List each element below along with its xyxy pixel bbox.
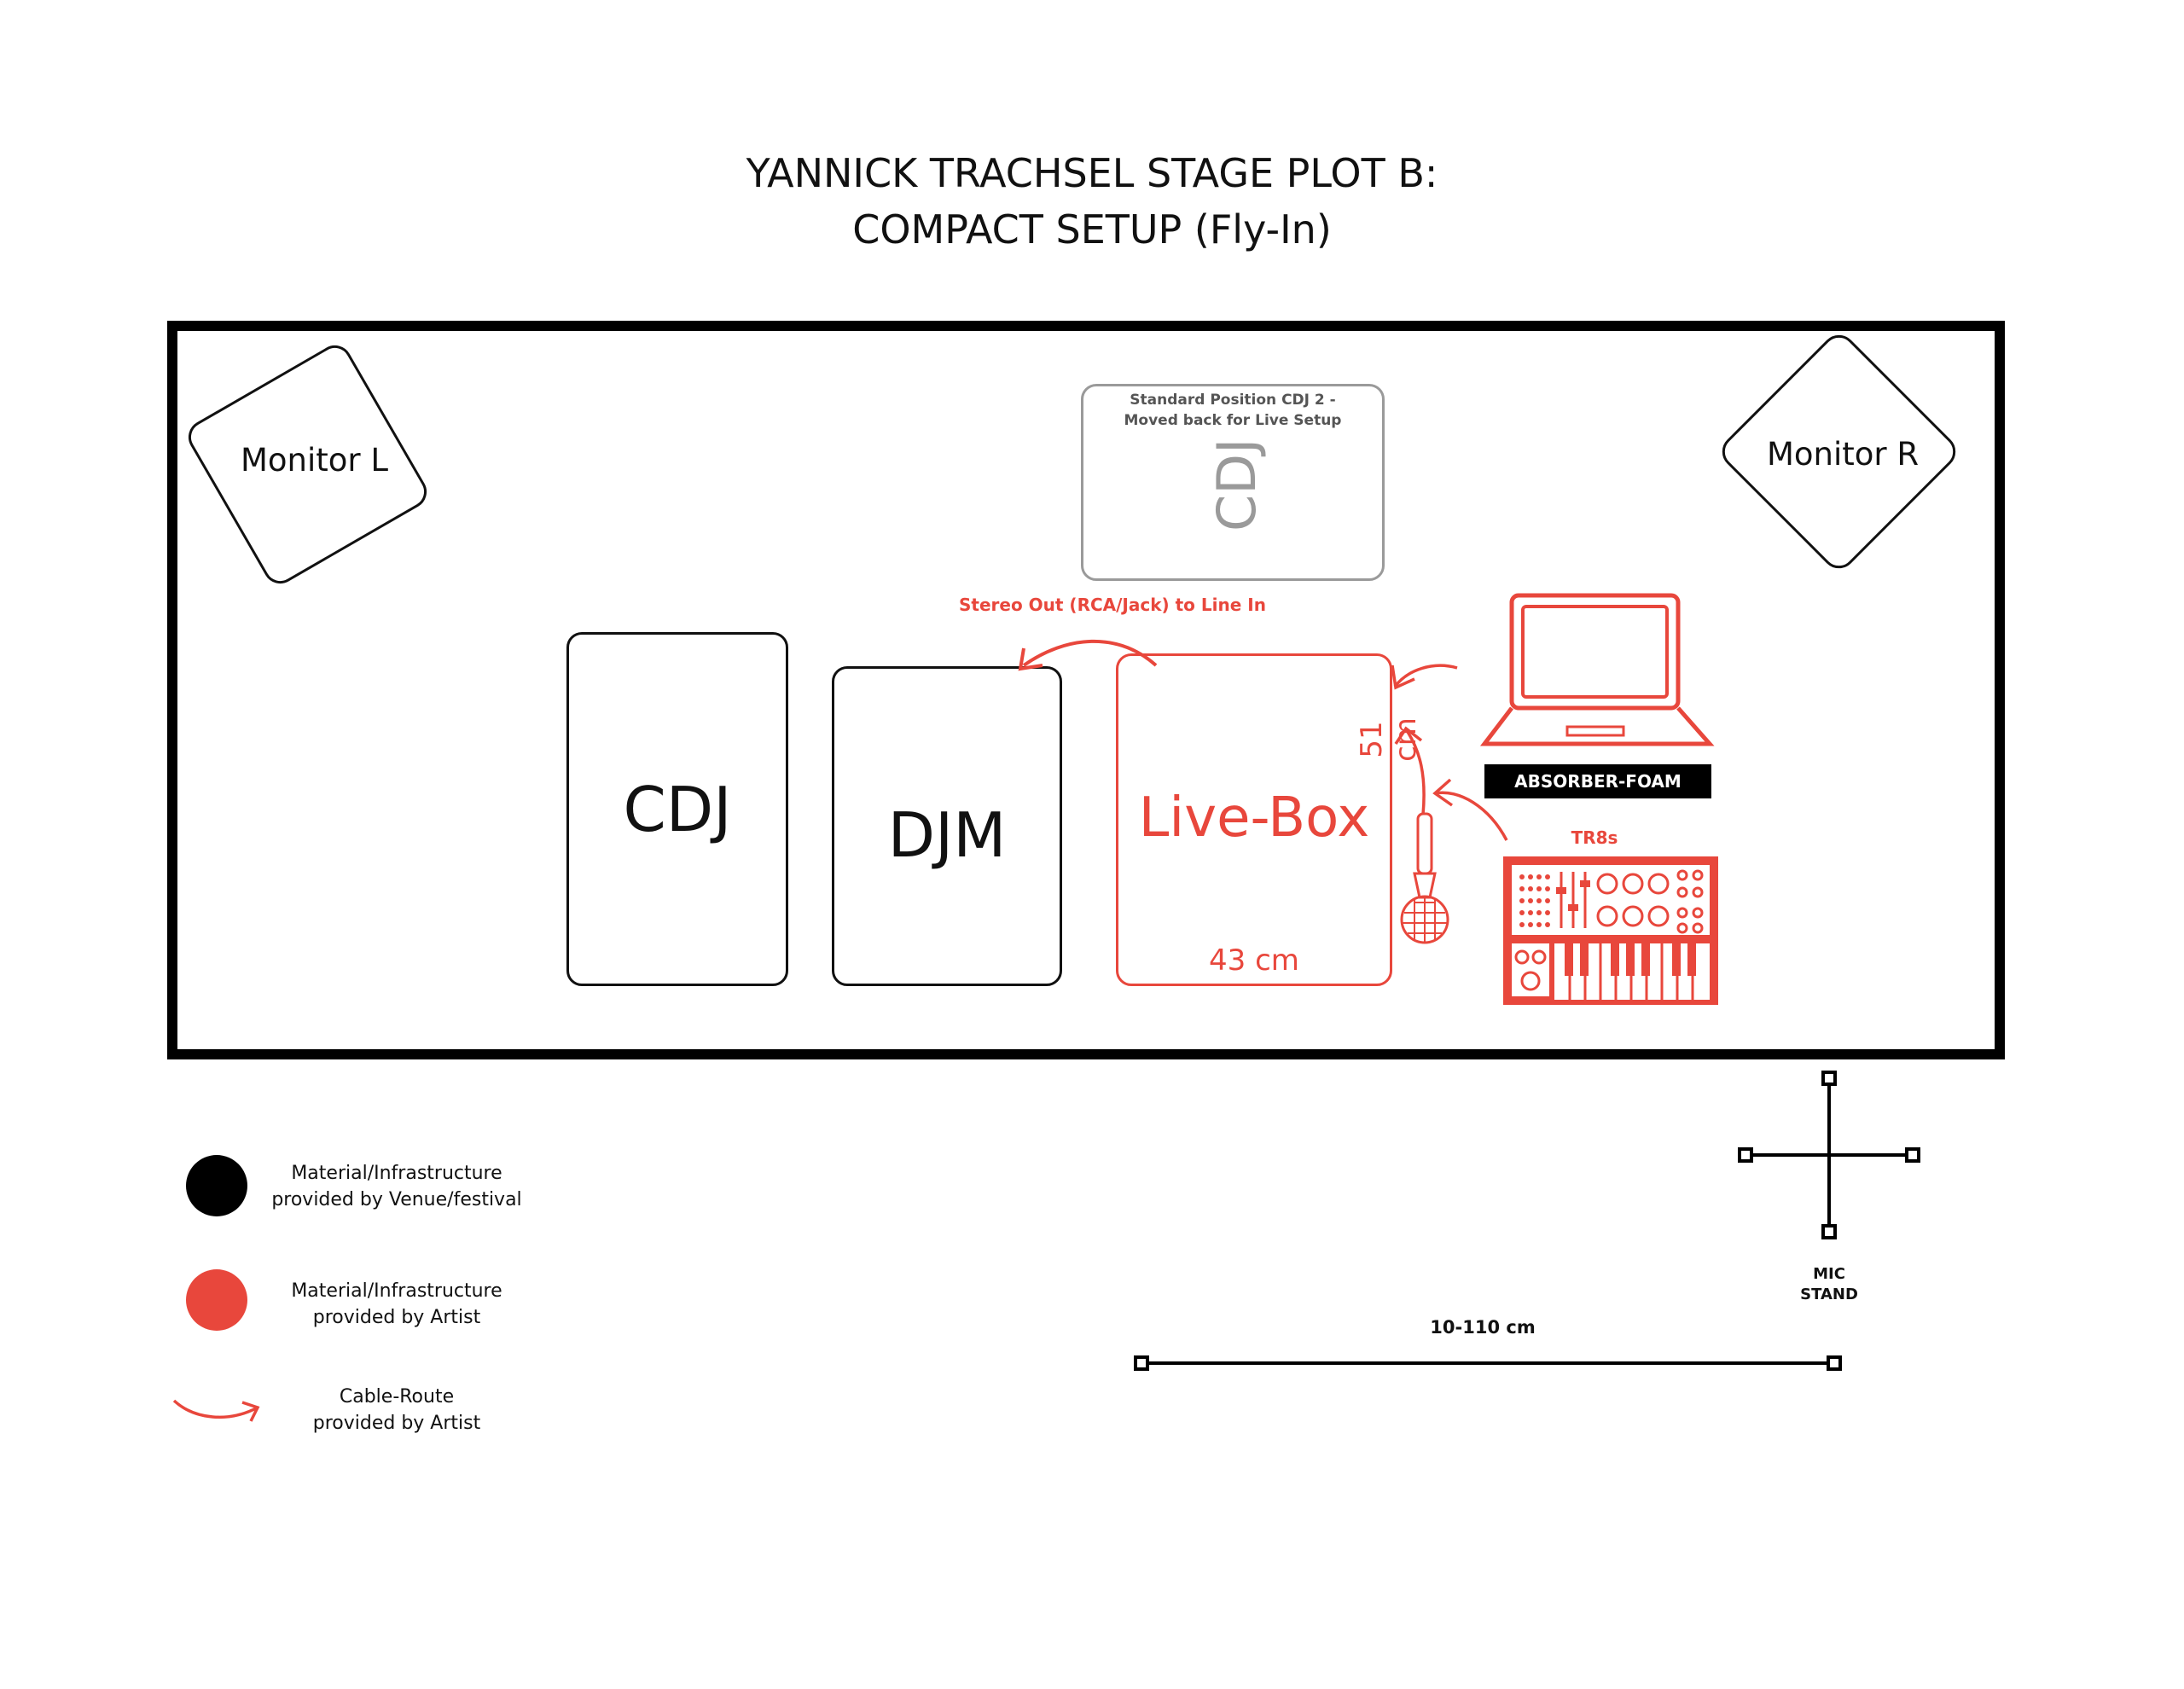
legend-cable-arrow-icon [172, 1399, 260, 1422]
cdj-ghost [1081, 384, 1385, 581]
stage-area [167, 321, 2005, 1059]
absorber-foam-label: ABSORBER-FOAM [1514, 771, 1682, 792]
microphone-icon [1400, 812, 1449, 944]
mic-stand-icon [1738, 1071, 1920, 1239]
absorber-foam-bar [1484, 764, 1711, 798]
djm-mixer: DJM [832, 666, 1062, 986]
legend-venue-dot [186, 1155, 247, 1216]
laptop-icon [1479, 593, 1715, 746]
synth-icon [1503, 856, 1718, 1005]
live-box-label: Live-Box [1138, 786, 1370, 850]
cdj-label: CDJ [623, 773, 732, 845]
cdj-ghost-note: Standard Position CDJ 2 - Moved back for… [1124, 392, 1342, 429]
mic-stand-label: MIC STAND [1800, 1265, 1858, 1303]
mic-stand-range-bar [1134, 1355, 1842, 1371]
legend-cable-text: Cable-Route provided by Artist [312, 1386, 481, 1434]
djm-label: DJM [887, 798, 1007, 871]
cdj-unit: CDJ [566, 632, 788, 986]
tr8s-label: TR8s [1571, 827, 1618, 848]
mic-stand-range-label: 10-110 cm [1430, 1317, 1536, 1338]
legend-artist-text: Material/Infrastructure provided by Arti… [291, 1280, 502, 1328]
live-box [1116, 653, 1392, 986]
legend-artist-dot [186, 1269, 247, 1331]
live-box-width: 43 cm [1209, 943, 1299, 978]
title-line-1: YANNICK TRACHSEL STAGE PLOT B: [746, 150, 1438, 196]
monitor-left-label: Monitor L [241, 442, 389, 479]
cable-route-label: Stereo Out (RCA/Jack) to Line In [959, 595, 1266, 615]
monitor-right-label: Monitor R [1767, 436, 1920, 473]
legend-venue-text: Material/Infrastructure provided by Venu… [271, 1163, 522, 1210]
title-line-2: COMPACT SETUP (Fly-In) [852, 206, 1332, 252]
